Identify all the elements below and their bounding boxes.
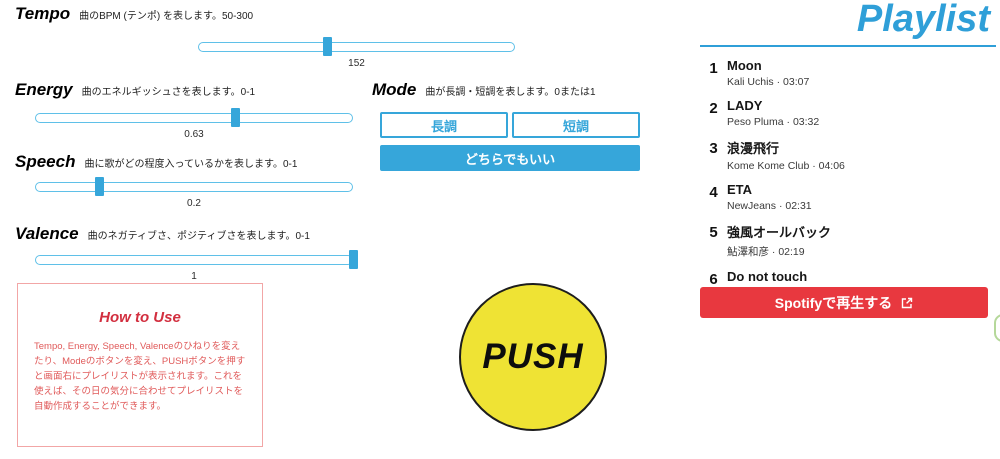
energy-slider-track[interactable] <box>35 113 353 123</box>
valence-value: 1 <box>191 271 197 282</box>
track-number: 5 <box>709 224 718 241</box>
tempo-header: Tempo 曲のBPM (テンポ) を表します。50-300 <box>15 4 253 24</box>
mode-header: Mode 曲が長調・短調を表します。0または1 <box>372 80 596 100</box>
track-number: 6 <box>709 271 718 288</box>
tempo-slider-track[interactable] <box>198 42 515 52</box>
valence-slider-thumb[interactable] <box>349 250 358 269</box>
track-artist-duration: Kali Uchis · 03:07 <box>727 76 810 88</box>
mode-description: 曲が長調・短調を表します。0または1 <box>425 87 596 98</box>
track-row: 3 浪漫飛行 Kome Kome Club · 04:06 <box>700 138 990 172</box>
valence-title: Valence <box>15 224 79 243</box>
speech-slider-thumb[interactable] <box>94 177 104 196</box>
mode-minor-button[interactable]: 短調 <box>512 112 640 138</box>
speech-title: Speech <box>15 152 76 171</box>
track-artist-duration: NewJeans · 02:31 <box>727 200 812 212</box>
track-number: 4 <box>709 184 718 201</box>
track-row: 1 Moon Kali Uchis · 03:07 <box>700 58 990 88</box>
push-button[interactable]: PUSH <box>459 283 607 431</box>
energy-slider[interactable]: 0.63 <box>35 108 353 140</box>
speech-header: Speech 曲に歌がどの程度入っているかを表します。0-1 <box>15 152 297 172</box>
mode-major-button[interactable]: 長調 <box>380 112 508 138</box>
valence-slider-track[interactable] <box>35 255 353 265</box>
spotify-play-button[interactable]: Spotifyで再生する <box>700 287 988 318</box>
track-number: 1 <box>709 60 718 77</box>
valence-description: 曲のネガティブさ、ポジティブさを表します。0-1 <box>87 231 310 242</box>
spotify-play-label: Spotifyで再生する <box>774 294 893 311</box>
how-to-use-text: Tempo, Energy, Speech, Valenceのひねりを変えたり、… <box>34 341 246 412</box>
track-row: 2 LADY Peso Pluma · 03:32 <box>700 98 990 128</box>
track-row: 4 ETA NewJeans · 02:31 <box>700 182 990 212</box>
tempo-value: 152 <box>348 58 365 69</box>
energy-header: Energy 曲のエネルギッシュさを表します。0-1 <box>15 80 255 100</box>
track-artist-duration: 鮎澤和彦 · 02:19 <box>727 246 805 258</box>
playlist-divider <box>700 45 996 47</box>
track-title: LADY <box>727 98 763 113</box>
how-to-use-box: How to Use Tempo, Energy, Speech, Valenc… <box>17 283 263 447</box>
track-title: ETA <box>727 182 753 197</box>
energy-slider-thumb[interactable] <box>231 108 241 127</box>
mode-title: Mode <box>372 80 417 99</box>
track-title: 強風オールバック <box>727 225 832 240</box>
speech-value: 0.2 <box>187 198 201 209</box>
clipped-edge-button[interactable] <box>994 314 1000 342</box>
track-row: 5 強風オールバック 鮎澤和彦 · 02:19 <box>700 222 990 259</box>
track-title: Moon <box>727 58 762 73</box>
energy-description: 曲のエネルギッシュさを表します。0-1 <box>81 87 256 98</box>
how-to-use-title: How to Use <box>99 309 181 326</box>
track-artist-duration: Peso Pluma · 03:32 <box>727 116 820 128</box>
track-title: 浪漫飛行 <box>727 141 780 156</box>
track-number: 2 <box>709 100 718 117</box>
speech-description: 曲に歌がどの程度入っているかを表します。0-1 <box>84 159 298 170</box>
valence-header: Valence 曲のネガティブさ、ポジティブさを表します。0-1 <box>15 224 310 244</box>
external-link-icon <box>902 297 913 308</box>
track-number: 3 <box>709 140 718 157</box>
tempo-slider[interactable]: 152 <box>198 37 515 69</box>
energy-value: 0.63 <box>184 129 204 140</box>
track-artist-duration: Kome Kome Club · 04:06 <box>727 160 845 172</box>
speech-slider-track[interactable] <box>35 182 353 192</box>
playlist-heading: Playlist <box>856 0 990 40</box>
valence-slider[interactable]: 1 <box>35 250 358 282</box>
speech-slider[interactable]: 0.2 <box>35 177 353 209</box>
tempo-title: Tempo <box>15 4 71 23</box>
playlist-tracklist: 1 Moon Kali Uchis · 03:07 2 LADY Peso Pl… <box>700 58 990 309</box>
mode-either-button[interactable]: どちらでもいい <box>380 145 640 171</box>
energy-title: Energy <box>15 80 73 99</box>
tempo-description: 曲のBPM (テンポ) を表します。50-300 <box>79 11 254 22</box>
tempo-slider-thumb[interactable] <box>323 37 333 56</box>
track-title: Do not touch <box>727 269 808 284</box>
